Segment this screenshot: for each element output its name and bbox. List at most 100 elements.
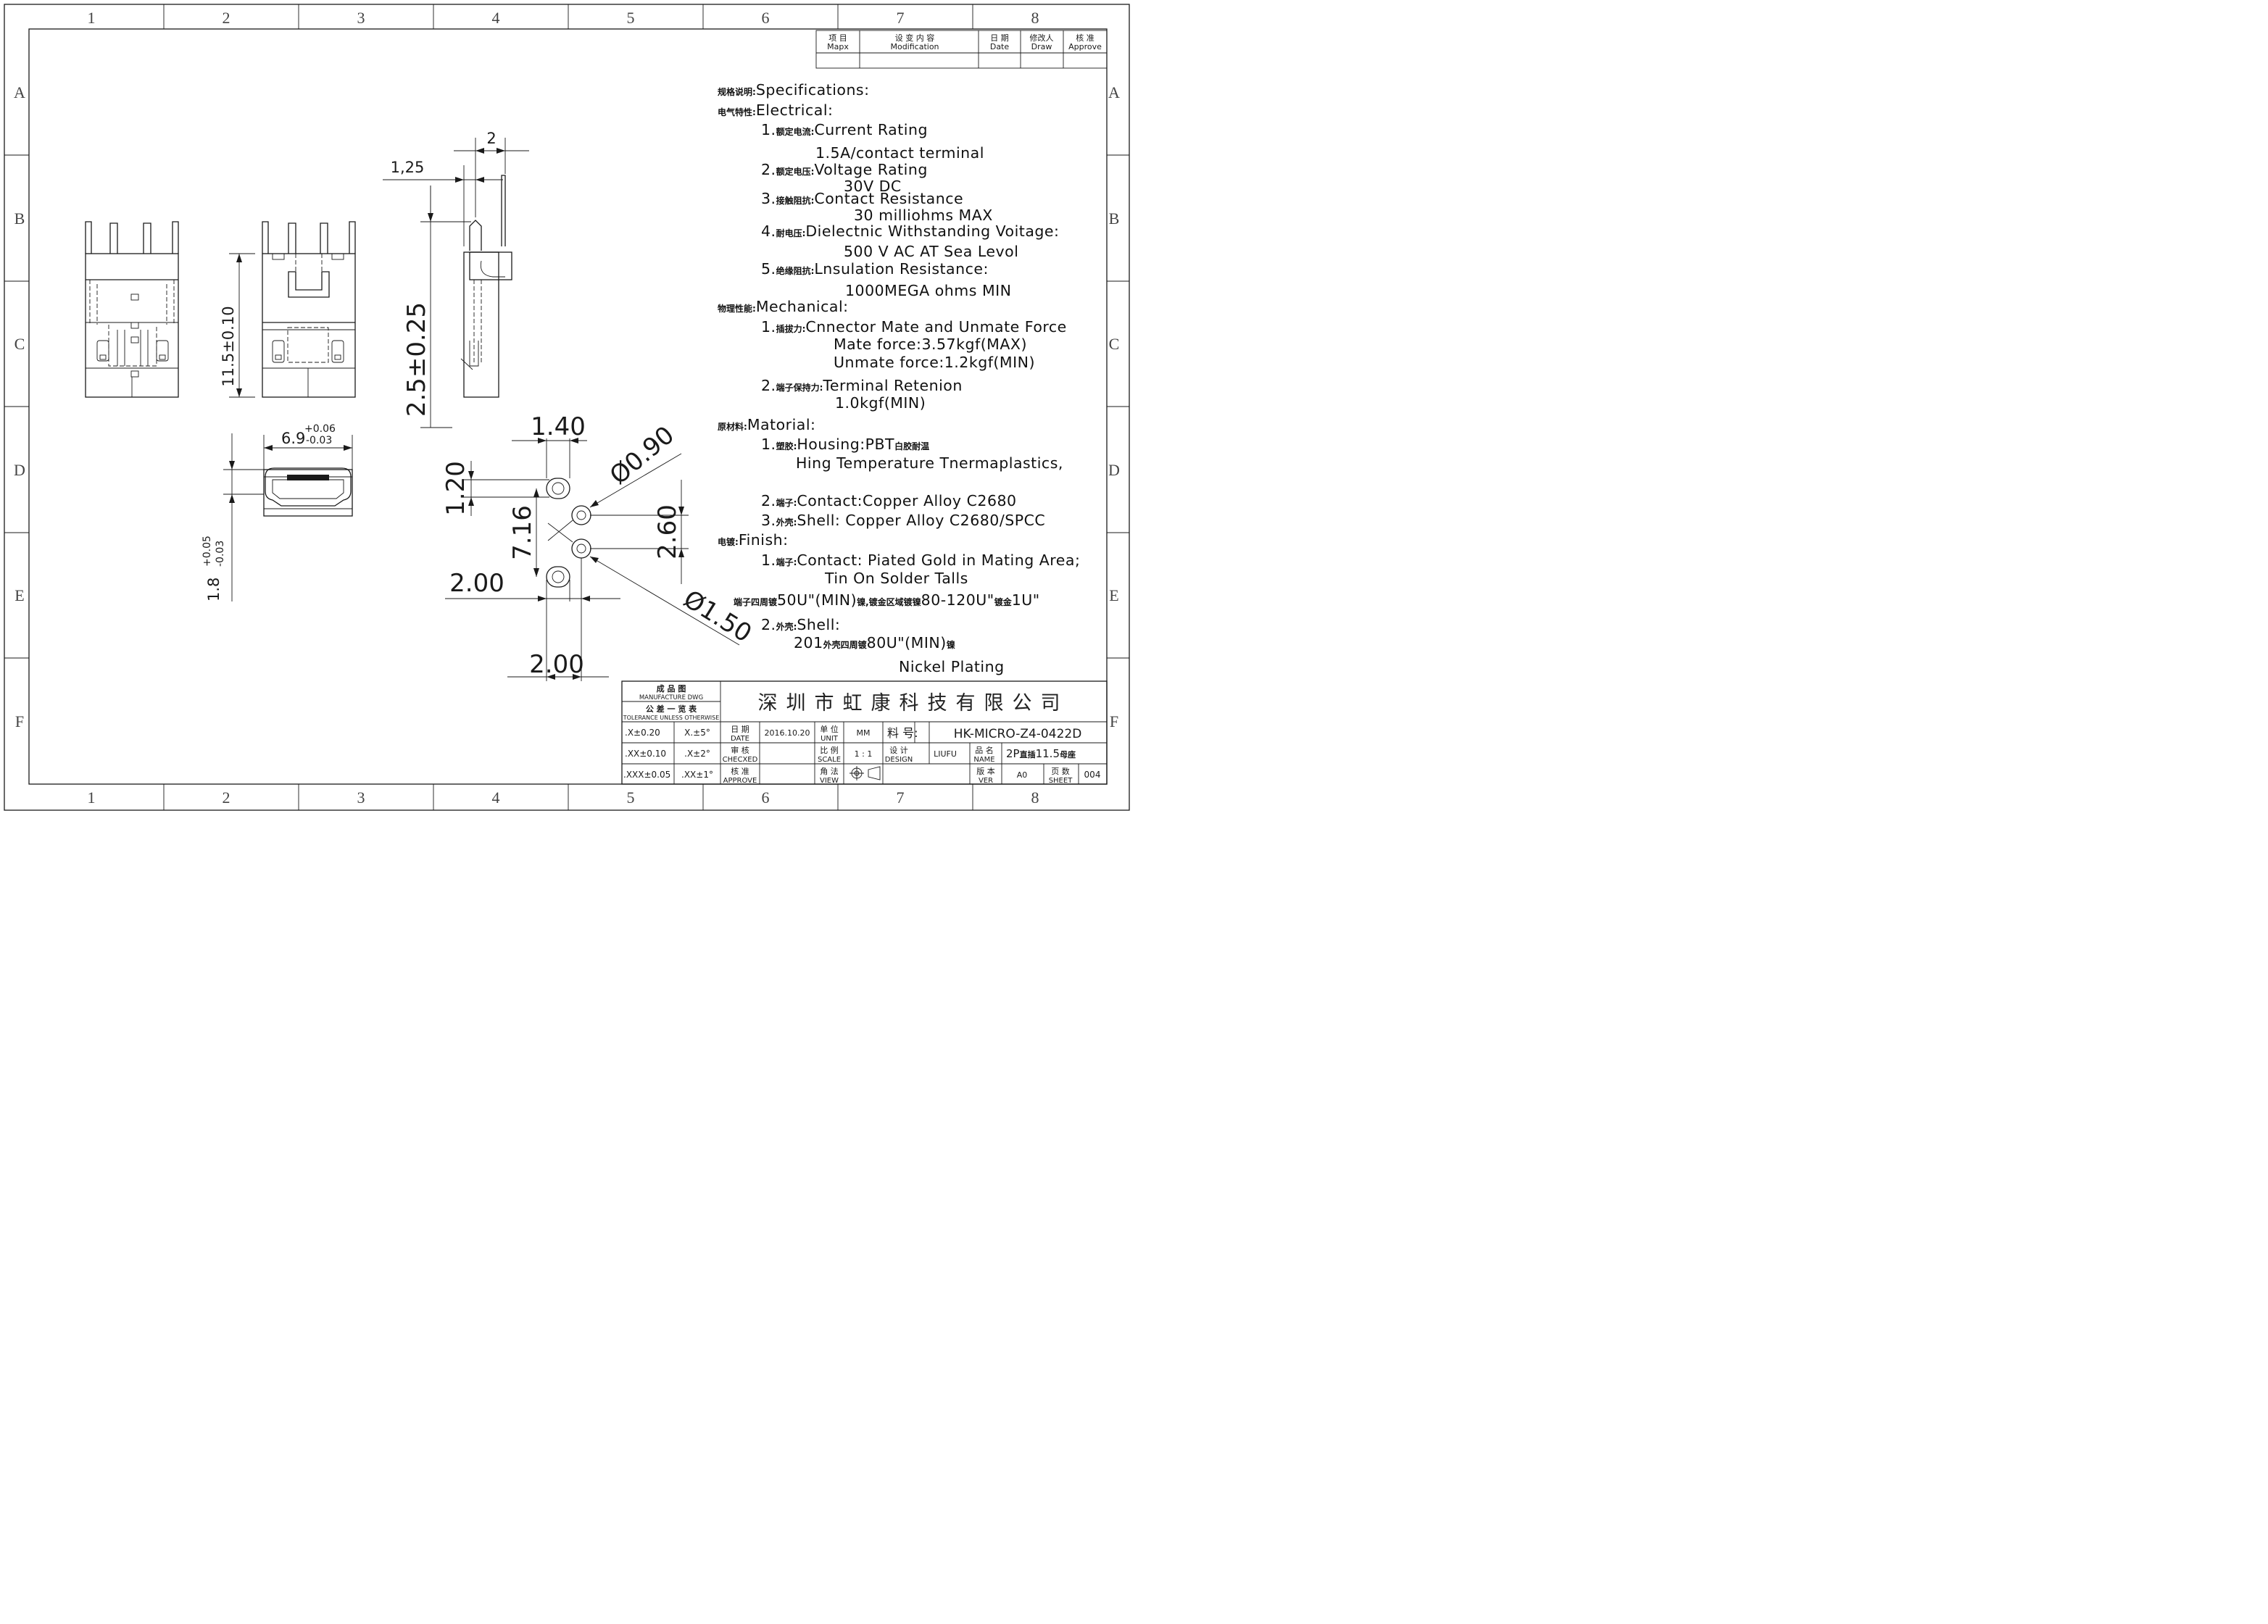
- spec-contact-finish-value: Tin On Solder Talls: [825, 570, 968, 587]
- spec-shell-plating: 201外壳四周镀80U"(MIN)镍: [794, 634, 955, 651]
- design-label-en: DESIGN: [885, 756, 913, 764]
- grid-row-right-E: E: [1109, 586, 1118, 604]
- grid-row-right-A: A: [1108, 83, 1120, 101]
- grid-col-top-5: 5: [627, 9, 635, 27]
- grid-col-bottom-1: 1: [88, 788, 96, 807]
- grid-col-bottom-7: 7: [897, 788, 905, 807]
- dim-width-6-9-plus: +0.06: [304, 423, 336, 435]
- connector-face-view: 6.9 +0.06 -0.03 1.8 +0.05 -0.03: [202, 423, 353, 601]
- grid-col-top-3: 3: [357, 9, 365, 27]
- rev-col-approve-cn: 核 准: [1076, 33, 1094, 43]
- spec-electrical: 电气特性:Electrical:: [718, 101, 834, 119]
- rev-col-draw-en: Draw: [1031, 42, 1052, 51]
- designer-value: LIUFU: [934, 749, 957, 759]
- spec-contact-plating: 端子四周镀50U"(MIN)镍,镀金区域镀镍80-120U"镀金1U": [734, 591, 1040, 609]
- rev-col-mod-en: Modification: [890, 42, 939, 51]
- version-label-cn: 版 本: [976, 766, 995, 776]
- dim-pad-7-16: 7.16: [508, 505, 537, 560]
- name-label-en: NAME: [973, 756, 994, 764]
- grid-row-left-A: A: [14, 83, 25, 101]
- spec-current-value: 1.5A/contact terminal: [815, 144, 984, 162]
- rev-col-item-cn: 项 目: [828, 33, 847, 43]
- dim-pad-2-00-bottom: 2.00: [529, 650, 584, 679]
- spec-shell-finish: 2.外壳:Shell:: [761, 616, 841, 633]
- dim-pad-1-20: 1.20: [441, 461, 470, 516]
- dim-width-2: 2: [486, 130, 496, 147]
- rev-col-date-cn: 日 期: [990, 33, 1009, 43]
- grid-col-bottom-6: 6: [762, 788, 770, 807]
- tolerance-x: .X±0.20: [625, 728, 660, 738]
- spec-contact-material: 2.端子:Contact:Copper Alloy C2680: [761, 492, 1017, 509]
- rev-col-draw-cn: 修改人: [1030, 33, 1054, 43]
- spec-housing: 1.塑胶:Housing:PBT白胶耐温: [761, 436, 930, 453]
- dim-pin-1-25: 1,25: [391, 159, 425, 176]
- dim-height-1-8-plus: +0.05: [202, 536, 213, 567]
- grid-col-top-7: 7: [897, 9, 905, 27]
- grid-row-left-B: B: [14, 209, 25, 228]
- spec-heading: 规格说明:Specifications:: [718, 81, 870, 99]
- grid-col-bottom-5: 5: [627, 788, 635, 807]
- dim-height-11-5: 11.5±0.10: [220, 306, 237, 386]
- dim-hole-0-90: Ø0.90: [605, 420, 680, 491]
- view-label-cn: 角 法: [820, 766, 839, 776]
- checked-label-cn: 审 核: [731, 745, 749, 755]
- angle-tolerance-2: .X±2°: [684, 749, 710, 759]
- drawing-type-cn: 成 品 图: [657, 683, 686, 694]
- sheet-label-cn: 页 数: [1051, 767, 1070, 776]
- grid-row-right-F: F: [1110, 712, 1118, 730]
- spec-shell-material: 3.外壳:Shell: Copper Alloy C2680/SPCC: [761, 512, 1046, 529]
- approve-label-en: APPROVE: [723, 777, 757, 785]
- dim-pitch-2-60: 2.60: [653, 504, 682, 559]
- grid-col-top-4: 4: [492, 9, 500, 27]
- spec-material: 原材料:Matorial:: [718, 416, 816, 433]
- grid-row-left-E: E: [14, 586, 24, 604]
- name-label-cn: 品 名: [975, 745, 994, 755]
- spec-mate-force: 1.插拔力:Cnnector Mate and Unmate Force: [761, 318, 1067, 336]
- checked-label-en: CHECXED: [723, 756, 758, 764]
- grid-row-right-C: C: [1109, 335, 1120, 353]
- grid-row-left-C: C: [14, 335, 25, 353]
- spec-current-rating: 1.额定电流:Current Rating: [761, 121, 928, 138]
- rev-col-date-en: Date: [990, 42, 1010, 51]
- sheet-value: 004: [1084, 770, 1101, 780]
- drawing-type-en: MANUFACTURE DWG: [639, 694, 703, 701]
- dim-pad-2-00-left: 2.00: [449, 569, 504, 598]
- scale-value: 1 : 1: [855, 749, 873, 759]
- angle-tolerance-3: .XX±1°: [681, 770, 713, 780]
- grid-row-right-D: D: [1108, 461, 1120, 479]
- unit-label-cn: 单 位: [820, 724, 839, 734]
- design-label-cn: 设 计: [889, 746, 908, 755]
- spec-terminal-retention: 2.端子保持力:Terminal Retenion: [761, 377, 963, 394]
- grid-row-left-D: D: [14, 461, 25, 479]
- dim-width-6-9: 6.9: [281, 430, 305, 447]
- dim-height-1-8: 1.8: [205, 578, 223, 601]
- grid-col-top-8: 8: [1031, 9, 1039, 27]
- dim-width-6-9-minus: -0.03: [306, 435, 332, 446]
- grid-col-bottom-3: 3: [357, 788, 365, 807]
- unit-value: MM: [857, 728, 871, 738]
- pcb-layout-view: 1.40 1.20 7.16 Ø0.90 2.60 2.00 Ø1.50 2.0…: [441, 412, 757, 681]
- side-view: 2 1,25 2.5±0.25: [383, 130, 529, 428]
- grid-ticks: [4, 4, 1129, 810]
- approve-label-cn: 核 准: [731, 766, 749, 776]
- scale-label-cn: 比 例: [820, 745, 839, 755]
- spec-nickel-plating: Nickel Plating: [899, 658, 1005, 675]
- spec-dielectric-value: 500 V AC AT Sea Levol: [844, 243, 1019, 260]
- date-label-en: DATE: [731, 735, 749, 743]
- date-value: 2016.10.20: [765, 728, 810, 738]
- rev-col-item-en: Mapx: [827, 42, 849, 51]
- grid-row-left-F: F: [15, 712, 24, 730]
- part-number-label: 料 号:: [887, 726, 918, 740]
- dim-pin-2-5: 2.5±0.25: [402, 302, 431, 417]
- grid-col-top-2: 2: [223, 9, 230, 27]
- spec-dielectric: 4.耐电压:Dielectnic Withstanding Voitage:: [761, 222, 1060, 240]
- tolerance-xxx: .XXX±0.05: [623, 770, 670, 780]
- rev-col-approve-en: Approve: [1068, 42, 1102, 51]
- tolerance-en: TOLERANCE UNLESS OTHERWISE: [623, 715, 720, 721]
- dim-pad-1-40: 1.40: [531, 412, 586, 441]
- outer-border: [4, 4, 1130, 811]
